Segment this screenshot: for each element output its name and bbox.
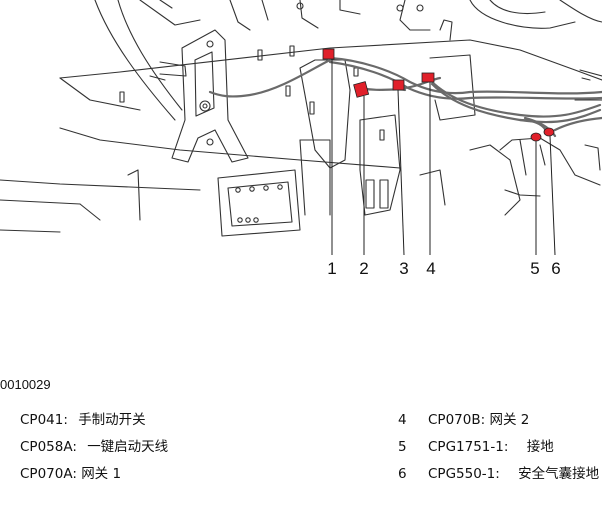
legend-desc: 一键启动天线	[87, 439, 169, 455]
legend-code: CP070A:	[20, 466, 77, 482]
callout-5: 5	[530, 259, 539, 278]
callout-2: 2	[359, 259, 368, 278]
legend-item: 4 CP070B: 网关 2	[398, 408, 529, 428]
legend-code: CPG550-1:	[428, 466, 500, 482]
legend-num: 6	[398, 466, 407, 482]
legend-item: CP070A: 网关 1	[20, 462, 121, 482]
figure-id: 0010029	[0, 377, 51, 392]
legend-desc: 接地	[526, 439, 554, 455]
legend-code: CP041:	[20, 412, 68, 428]
legend-num: 4	[398, 412, 407, 428]
wiring-diagram: 1 2 3 4 5 6	[0, 0, 602, 278]
legend-item: 6 CPG550-1: 安全气囊接地	[398, 462, 599, 482]
legend-desc: 手制动开关	[78, 412, 146, 428]
legend-left: CP041: 手制动开关 CP058A: 一键启动天线 CP070A: 网关 1	[20, 408, 280, 488]
legend-code: CP058A:	[20, 439, 77, 455]
callout-1: 1	[327, 259, 336, 278]
legend-num: 5	[398, 439, 407, 455]
callout-3: 3	[399, 259, 408, 278]
legend-code: CPG1751-1:	[428, 439, 509, 455]
legend-item: CP041: 手制动开关	[20, 408, 146, 428]
callout-4: 4	[426, 259, 435, 278]
legend-desc: 网关 1	[81, 466, 122, 482]
legend-item: CP058A: 一键启动天线	[20, 435, 168, 455]
legend-desc: 网关 2	[489, 412, 530, 428]
legend-item: 5 CPG1751-1: 接地	[398, 435, 554, 455]
legend-code: CP070B:	[428, 412, 486, 428]
legend-right: 4 CP070B: 网关 2 5 CPG1751-1: 接地 6 CPG550-1: …	[398, 408, 602, 488]
legend-desc: 安全气囊接地	[518, 466, 600, 482]
callout-6: 6	[551, 259, 560, 278]
